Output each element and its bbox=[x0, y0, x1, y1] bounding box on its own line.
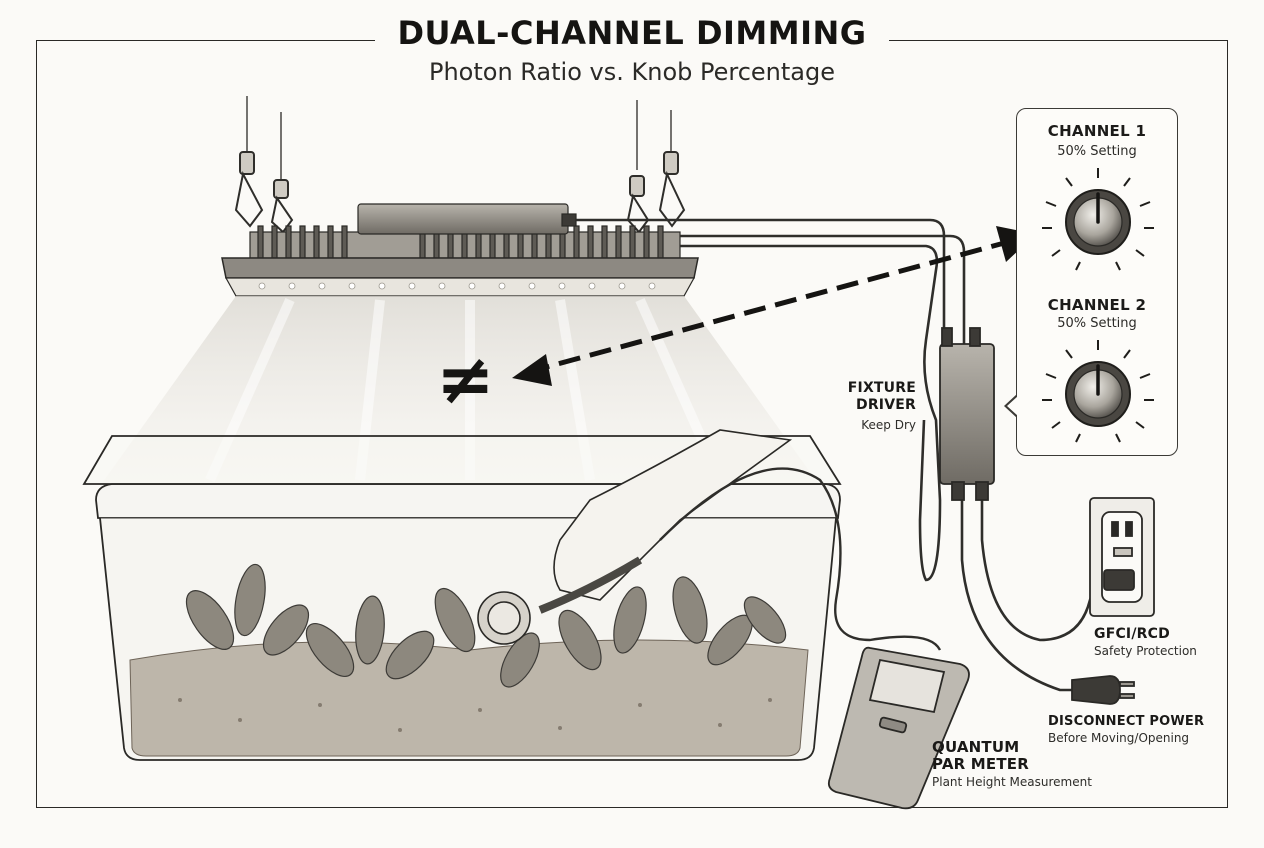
channel-1-title: CHANNEL 1 bbox=[1047, 122, 1147, 140]
heatsink bbox=[249, 203, 681, 259]
driver-note: Keep Dry bbox=[861, 418, 916, 432]
meter-note: Plant Height Measurement bbox=[932, 775, 1092, 789]
diagram-subtitle: Photon Ratio vs. Knob Percentage bbox=[428, 58, 836, 86]
panel-pointer-fill bbox=[1007, 396, 1018, 416]
disconnect-label: DISCONNECT POWER bbox=[1048, 714, 1205, 729]
quantum-par-meter bbox=[827, 646, 970, 810]
channel-2-title: CHANNEL 2 bbox=[1047, 296, 1147, 314]
not-equal-symbol: ≠ bbox=[436, 338, 495, 420]
channel-1-setting: 50% Setting bbox=[1057, 144, 1137, 159]
fixture-driver bbox=[939, 327, 995, 501]
hanging-cables bbox=[246, 96, 672, 182]
title-wrap: DUAL-CHANNEL DIMMING bbox=[0, 14, 1264, 52]
driver-label-line2: DRIVER bbox=[856, 397, 916, 413]
plants bbox=[185, 563, 787, 688]
gfci-label: GFCI/RCD bbox=[1094, 626, 1170, 642]
meter-label-line1: QUANTUM bbox=[932, 738, 1020, 756]
sensor-hand bbox=[477, 429, 793, 645]
channel-1-knob[interactable] bbox=[1040, 166, 1156, 276]
led-panel bbox=[221, 257, 699, 297]
soil-layer bbox=[129, 639, 809, 757]
gfci-outlet bbox=[1089, 497, 1155, 617]
channel-2-setting: 50% Setting bbox=[1057, 316, 1137, 331]
gfci-note: Safety Protection bbox=[1094, 644, 1197, 658]
diagram-title: DUAL-CHANNEL DIMMING bbox=[375, 14, 889, 52]
driver-label-line1: FIXTURE bbox=[847, 380, 916, 396]
unplugged-plug bbox=[1071, 675, 1135, 705]
disconnect-note: Before Moving/Opening bbox=[1048, 731, 1190, 745]
channel-2-knob[interactable] bbox=[1040, 338, 1156, 448]
sensor-cable bbox=[659, 467, 942, 651]
meter-label-line2: PAR METER bbox=[932, 755, 1030, 773]
